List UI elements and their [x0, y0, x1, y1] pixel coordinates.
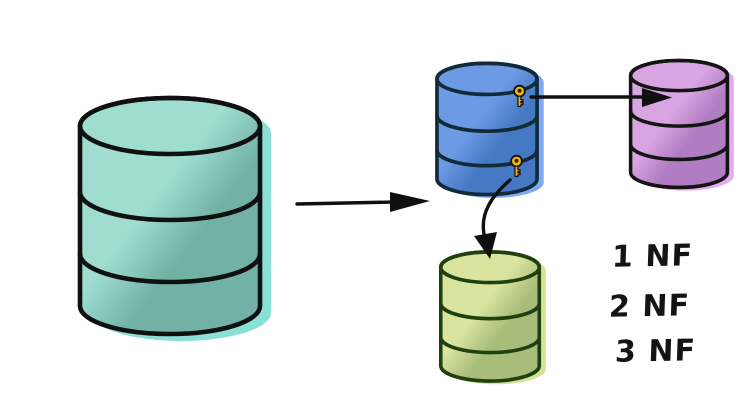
cylinder-outline — [77, 95, 263, 337]
arrow-source-to-normalized — [295, 192, 430, 212]
cylinder-band-line-1 — [435, 113, 539, 133]
cylinder-outline — [628, 58, 730, 190]
cylinder-outline — [438, 250, 542, 383]
cylinder-outline — [435, 61, 539, 197]
database-cylinder-icon — [628, 58, 734, 191]
database-cylinder-icon — [77, 95, 271, 341]
cylinder-body — [440, 251, 540, 382]
normalized-detail-database — [432, 246, 548, 388]
label-3nf: 3 NF — [614, 333, 697, 370]
database-cylinder-icon — [435, 61, 544, 198]
database-cylinder-icon — [438, 250, 546, 385]
cylinder-band-line-1 — [438, 301, 542, 321]
source-database — [64, 92, 276, 342]
key-icon-top — [513, 84, 526, 108]
cylinder-band-line-2 — [435, 148, 539, 168]
label-1nf: 1 NF — [611, 238, 694, 275]
cylinder-body — [80, 98, 260, 334]
cylinder-band-line-2 — [628, 142, 730, 162]
cylinder-band-line-1 — [77, 189, 263, 223]
normalized-primary-database — [428, 60, 546, 199]
cylinder-band-line-2 — [438, 335, 542, 355]
cylinder-band-line-1 — [628, 109, 730, 128]
key-icon-bottom — [510, 154, 523, 178]
cylinder-band-line-2 — [77, 251, 263, 285]
normalized-reference-database — [622, 56, 736, 193]
label-2nf: 2 NF — [608, 288, 691, 325]
cylinder-body — [630, 60, 728, 188]
